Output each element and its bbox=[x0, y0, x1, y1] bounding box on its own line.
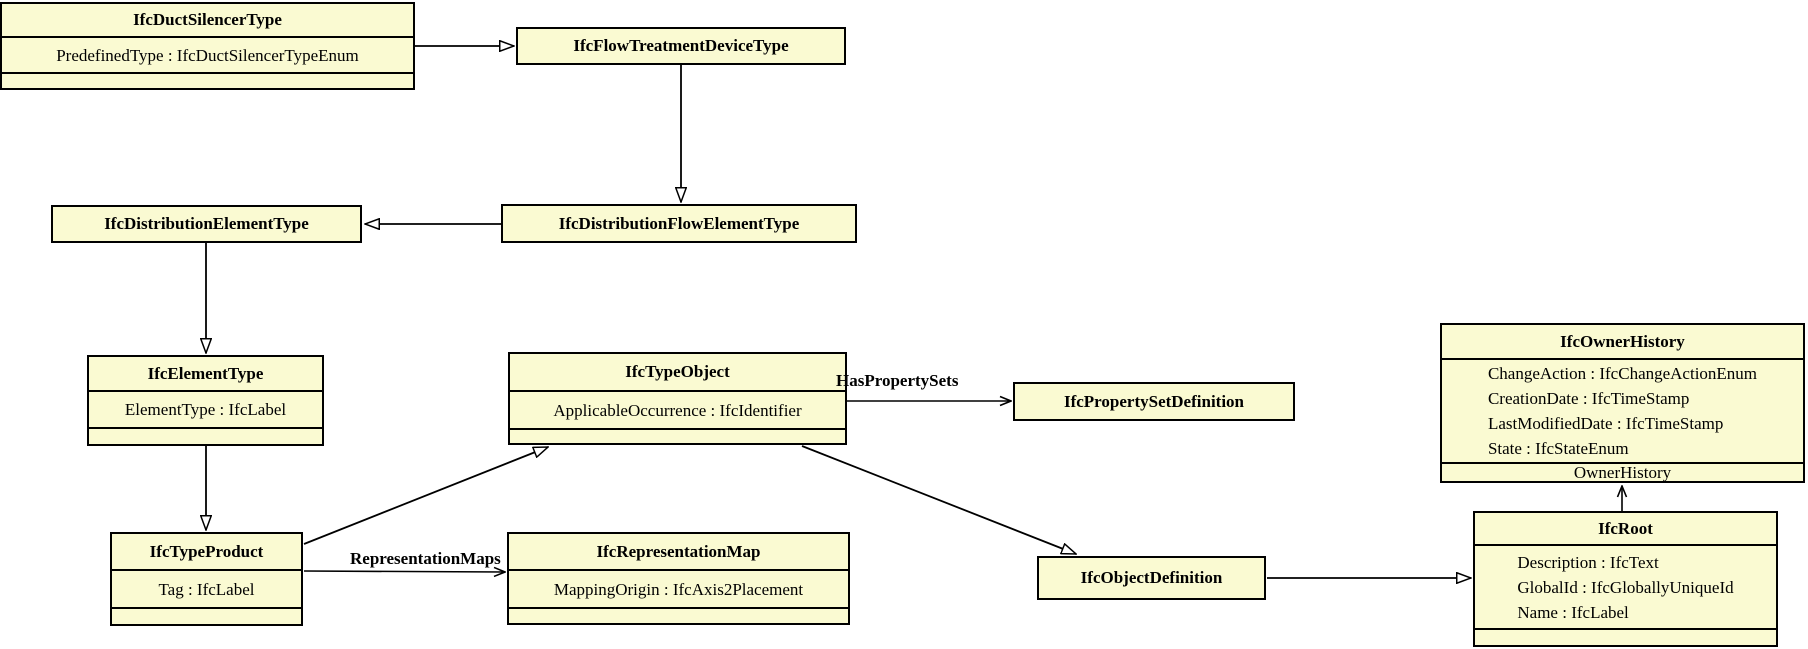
edge-typeproduct-representationmaps bbox=[303, 571, 505, 572]
class-title: IfcRoot bbox=[1598, 518, 1653, 538]
class-ifc-distribution-flow-element-type[interactable]: IfcDistributionFlowElementType bbox=[501, 204, 857, 243]
class-attribute: LastModifiedDate : IfcTimeStamp bbox=[1487, 414, 1724, 433]
class-ifc-element-type[interactable]: IfcElementType ElementType : IfcLabel bbox=[87, 355, 324, 446]
class-title: IfcFlowTreatmentDeviceType bbox=[573, 36, 789, 55]
class-empty-compartment bbox=[1475, 628, 1776, 645]
class-title: IfcDistributionFlowElementType bbox=[558, 213, 800, 233]
class-attribute: ChangeAction : IfcChangeActionEnum bbox=[1487, 364, 1758, 383]
class-title: IfcTypeProduct bbox=[149, 541, 264, 561]
class-title: IfcDistributionElementType bbox=[104, 214, 309, 233]
class-attribute: ApplicableOccurrence : IfcIdentifier bbox=[553, 400, 802, 420]
association-label-representationmaps: RepresentationMaps bbox=[350, 549, 501, 568]
association-label-ownerhistory: OwnerHistory bbox=[1442, 462, 1803, 482]
class-attribute: PredefinedType : IfcDuctSilencerTypeEnum bbox=[56, 45, 359, 65]
class-attribute: State : IfcStateEnum bbox=[1487, 439, 1629, 458]
class-ifc-type-object[interactable]: IfcTypeObject ApplicableOccurrence : Ifc… bbox=[508, 352, 847, 445]
class-ifc-owner-history[interactable]: IfcOwnerHistory ChangeAction : IfcChange… bbox=[1440, 323, 1805, 483]
class-attribute: MappingOrigin : IfcAxis2Placement bbox=[553, 579, 804, 599]
class-ifc-object-definition[interactable]: IfcObjectDefinition bbox=[1037, 556, 1266, 600]
class-ifc-type-product[interactable]: IfcTypeProduct Tag : IfcLabel bbox=[110, 532, 303, 626]
class-attribute: Description : IfcText bbox=[1517, 552, 1659, 572]
class-attribute: CreationDate : IfcTimeStamp bbox=[1487, 389, 1690, 408]
class-attributes: ApplicableOccurrence : IfcIdentifier bbox=[510, 390, 845, 428]
class-title: IfcElementType bbox=[147, 363, 264, 383]
class-ifc-flow-treatment-device-type[interactable]: IfcFlowTreatmentDeviceType bbox=[516, 27, 846, 65]
class-empty-compartment bbox=[509, 607, 848, 623]
class-attribute: GlobalId : IfcGloballyUniqueId bbox=[1517, 577, 1734, 597]
class-title: IfcRepresentationMap bbox=[596, 541, 761, 561]
class-title: IfcPropertySetDefinition bbox=[1063, 391, 1245, 411]
class-title: IfcObjectDefinition bbox=[1080, 568, 1223, 587]
edge-typeobject-inherits-objectdefinition bbox=[801, 445, 1076, 555]
class-attributes: Description : IfcText GlobalId : IfcGlob… bbox=[1475, 544, 1776, 628]
class-title: IfcTypeObject bbox=[625, 362, 730, 381]
class-attributes: Tag : IfcLabel bbox=[112, 569, 301, 607]
class-ifc-root[interactable]: IfcRoot Description : IfcText GlobalId :… bbox=[1473, 511, 1778, 647]
edge-typeproduct-inherits-typeobject bbox=[303, 446, 548, 545]
class-empty-compartment bbox=[112, 607, 301, 624]
class-title: IfcOwnerHistory bbox=[1560, 331, 1685, 351]
class-empty-compartment bbox=[2, 72, 413, 88]
class-attributes: MappingOrigin : IfcAxis2Placement bbox=[509, 569, 848, 607]
class-ifc-distribution-element-type[interactable]: IfcDistributionElementType bbox=[51, 205, 362, 243]
class-attributes: ElementType : IfcLabel bbox=[89, 390, 322, 427]
class-attributes: ChangeAction : IfcChangeActionEnum Creat… bbox=[1442, 358, 1803, 462]
class-attribute: ElementType : IfcLabel bbox=[124, 400, 287, 419]
class-title: IfcDuctSilencerType bbox=[133, 10, 282, 29]
association-label-haspropertysets: HasPropertySets bbox=[836, 371, 959, 390]
class-empty-compartment bbox=[89, 427, 322, 444]
class-ifc-representation-map[interactable]: IfcRepresentationMap MappingOrigin : Ifc… bbox=[507, 532, 850, 625]
class-attribute: Tag : IfcLabel bbox=[158, 579, 255, 599]
class-ifc-property-set-definition[interactable]: IfcPropertySetDefinition bbox=[1013, 382, 1295, 421]
class-attributes: PredefinedType : IfcDuctSilencerTypeEnum bbox=[2, 36, 413, 72]
class-attribute: Name : IfcLabel bbox=[1517, 602, 1629, 622]
class-empty-compartment bbox=[510, 428, 845, 443]
class-ifc-duct-silencer-type[interactable]: IfcDuctSilencerType PredefinedType : Ifc… bbox=[0, 2, 415, 90]
